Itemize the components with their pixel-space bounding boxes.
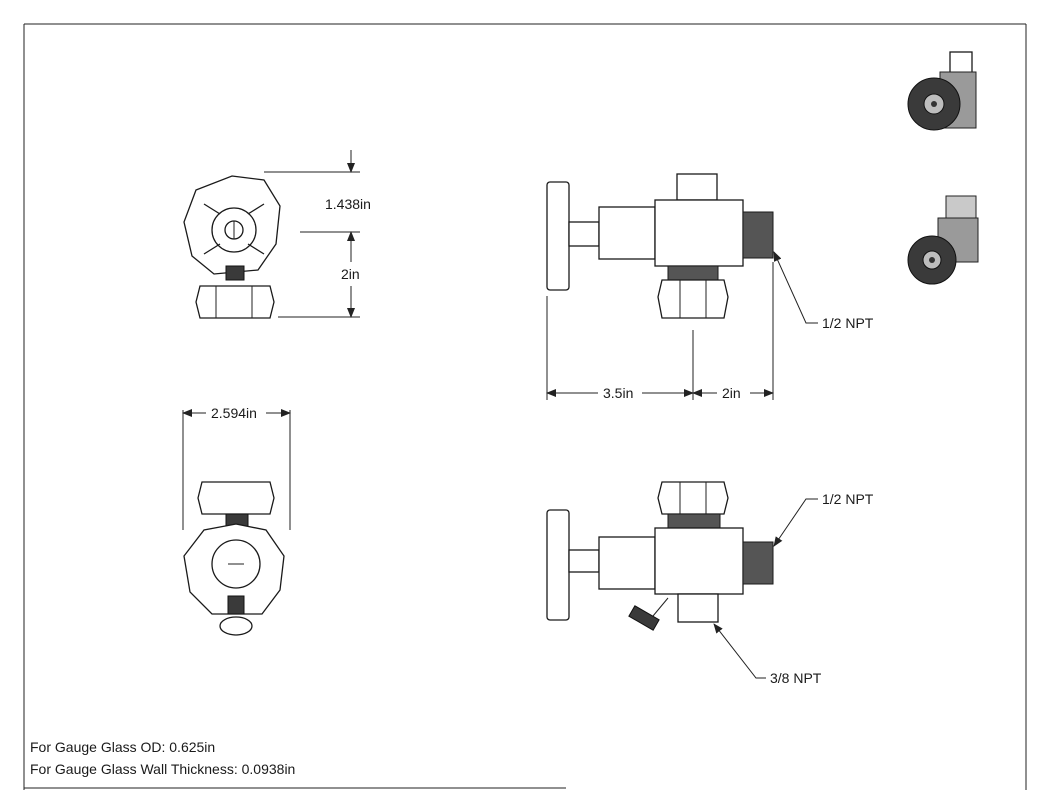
dim-lower-height: 2in [341,266,360,282]
sheet-frame [23,23,1027,790]
dim-side-right: 2in [722,385,741,401]
side-view-dimensions [546,251,818,400]
callout-side-thread: 1/2 NPT [822,315,874,331]
rear-view-handwheel [182,409,291,636]
front-view-dimensions [264,150,360,318]
dim-side-left: 3.5in [603,385,633,401]
callout-lower-port: 3/8 NPT [770,670,822,686]
note-wall-thickness: For Gauge Glass Wall Thickness: 0.0938in [30,761,296,777]
note-gauge-od: For Gauge Glass OD: 0.625in [30,739,216,755]
front-view-handwheel [183,175,281,319]
lower-view-valve [546,481,774,631]
isometric-view-2 [907,195,979,285]
dim-rear-width: 2.594in [211,405,257,421]
lower-view-leaders [713,498,818,679]
callout-lower-thread: 1/2 NPT [822,491,874,507]
dim-upper-height: 1.438in [325,196,371,212]
isometric-view-1 [907,51,977,131]
side-view-valve [546,173,774,319]
